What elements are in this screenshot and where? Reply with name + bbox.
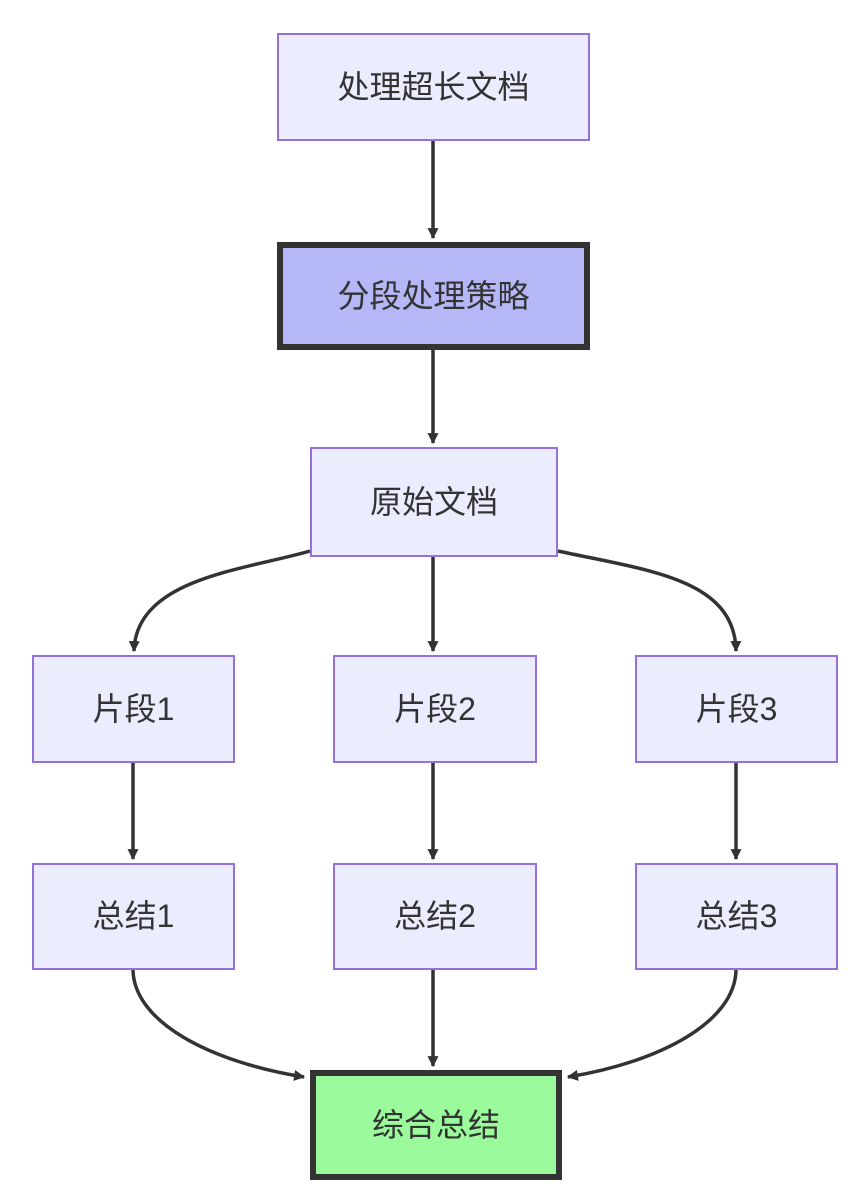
- node-summary-2: 总结2: [333, 863, 537, 970]
- node-fragment-1: 片段1: [32, 655, 235, 763]
- node-segmentation-strategy: 分段处理策略: [277, 242, 590, 350]
- node-fragment-2: 片段2: [333, 655, 537, 763]
- node-fragment-3: 片段3: [635, 655, 838, 763]
- node-original-document: 原始文档: [310, 447, 558, 557]
- edge-summary3-to-final: [566, 969, 738, 1081]
- node-summary-3: 总结3: [635, 863, 838, 970]
- edge-original-to-fragment1: [128, 549, 311, 653]
- node-handle-long-document: 处理超长文档: [277, 33, 590, 141]
- node-summary-1: 总结1: [32, 863, 235, 970]
- node-final-summary: 综合总结: [310, 1070, 562, 1180]
- edge-summary1-to-final: [131, 969, 306, 1081]
- edge-original-to-fragment3: [557, 549, 742, 653]
